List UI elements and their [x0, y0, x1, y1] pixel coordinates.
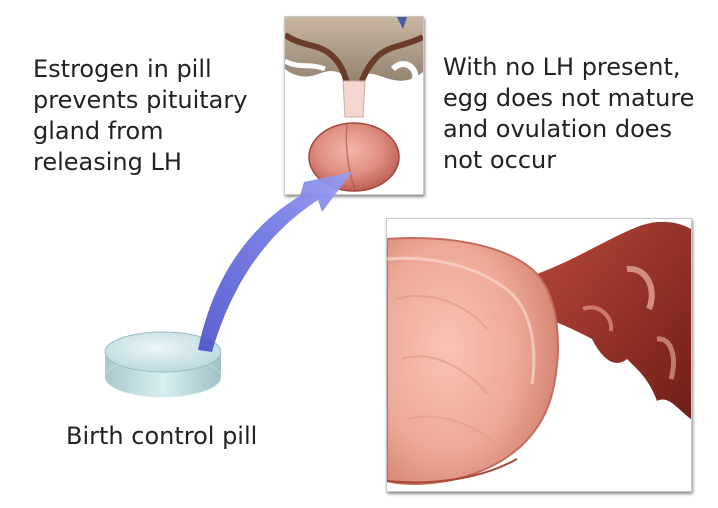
pill-caption: Birth control pill — [66, 422, 258, 450]
pill-illustration — [104, 331, 222, 398]
caption-line: Estrogen in pill — [33, 55, 212, 83]
pituitary-gland-illustration — [285, 17, 423, 194]
caption-line: With no LH present, — [443, 53, 681, 81]
caption-line: gland from — [33, 117, 164, 145]
caption-line: releasing LH — [33, 148, 182, 176]
caption-line: not occur — [443, 146, 557, 174]
ovary-panel — [386, 218, 692, 492]
caption-line: prevents pituitary — [33, 86, 248, 114]
pituitary-gland-panel — [284, 16, 424, 195]
caption-line: egg does not mature — [443, 84, 695, 112]
arrow-icon — [198, 172, 352, 352]
ovary-illustration — [387, 219, 691, 491]
ovulation-caption: With no LH present, egg does not mature … — [443, 52, 694, 176]
estrogen-caption: Estrogen in pill prevents pituitary glan… — [33, 54, 247, 178]
caption-line: and ovulation does — [443, 115, 673, 143]
